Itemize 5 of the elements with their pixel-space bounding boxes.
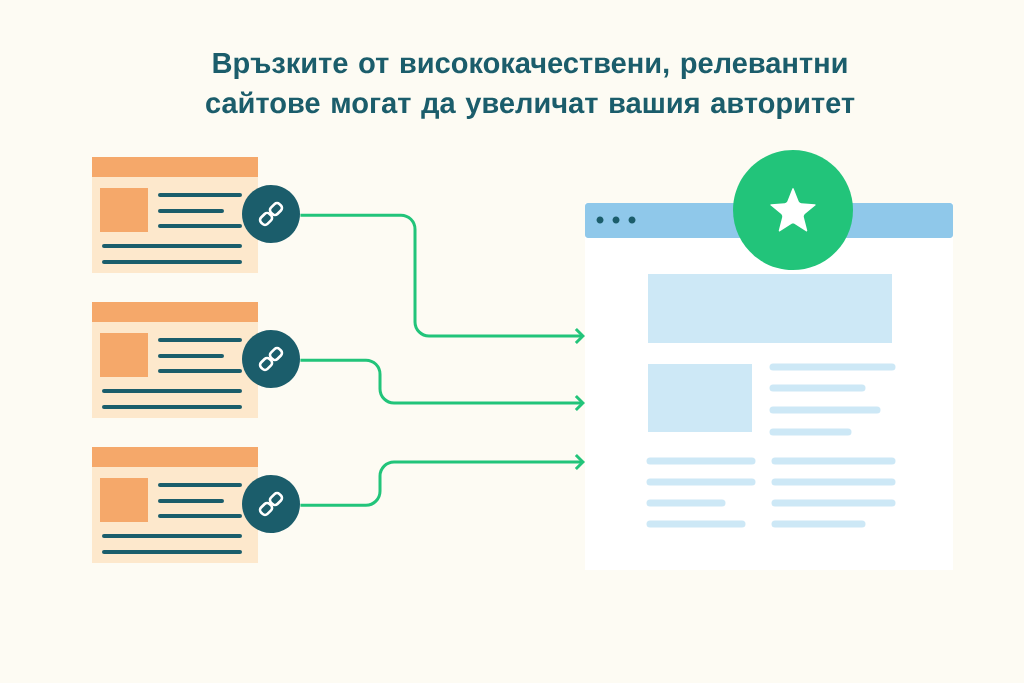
arrow (300, 453, 585, 507)
title: Връзките от висококачествени, релевантни сайтове могат да увеличат вашия авторитет (206, 53, 855, 119)
web-page-drawing (585, 150, 953, 570)
arrow (300, 358, 585, 412)
arrow (300, 213, 585, 345)
